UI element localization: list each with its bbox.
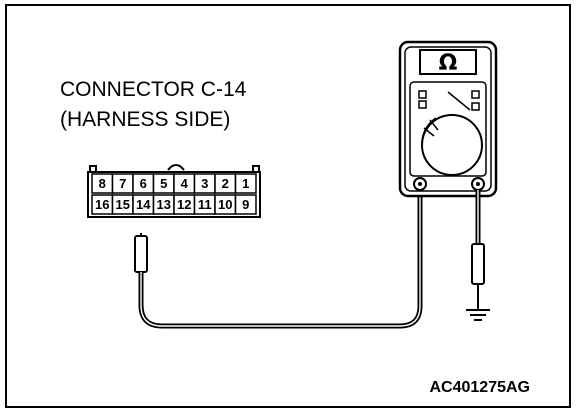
pin-label-10: 10	[218, 197, 232, 212]
pin-label-14: 14	[136, 197, 151, 212]
ground-symbol-icon	[466, 309, 490, 321]
pin-label-5: 5	[160, 176, 167, 191]
ohmmeter-icon	[398, 40, 498, 198]
figure-id: AC401275AG	[430, 379, 531, 396]
pin-label-11: 11	[198, 197, 212, 212]
pin-label-2: 2	[222, 176, 229, 191]
pin-label-9: 9	[242, 197, 249, 212]
diagram-frame	[5, 4, 571, 408]
ohm-symbol: Ω	[439, 51, 458, 76]
pin-label-15: 15	[116, 197, 130, 212]
test-lead-probe	[134, 188, 423, 329]
ground-lead	[471, 190, 485, 310]
pin-label-6: 6	[140, 176, 147, 191]
pin-label-12: 12	[177, 197, 191, 212]
pin-label-7: 7	[119, 176, 126, 191]
pin-cell	[234, 194, 257, 215]
pin-label-8: 8	[99, 176, 106, 191]
pin-label-4: 4	[181, 176, 189, 191]
connector-subtitle: (HARNESS SIDE)	[60, 108, 230, 131]
pin-label-16: 16	[95, 197, 109, 212]
pin-label-1: 1	[242, 176, 249, 191]
pin-label-13: 13	[157, 197, 171, 212]
connector-title: CONNECTOR C-14	[60, 78, 247, 101]
pin-cell	[234, 173, 257, 194]
pin-label-3: 3	[201, 176, 208, 191]
